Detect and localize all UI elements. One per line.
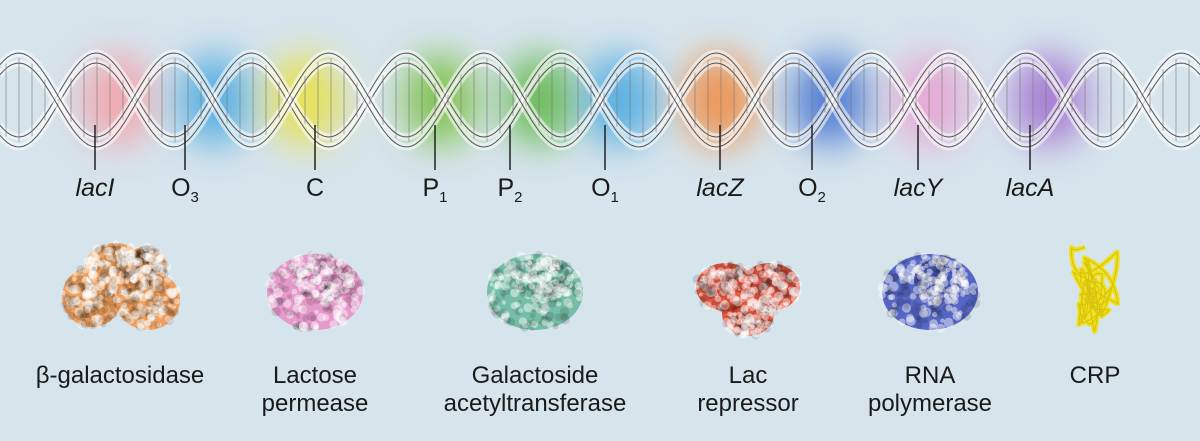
gene-label-base: O [591, 174, 611, 202]
glow-lacA [1012, 54, 1088, 146]
protein-label-line: Lac [728, 362, 768, 389]
protein-label-crp: CRP [1070, 362, 1121, 390]
helix-strand-edge [0, 62, 1200, 148]
gene-label-lacZ: lacZ [696, 176, 743, 201]
gene-label-base: P [422, 174, 440, 202]
protein-label-line: acetyltransferase [443, 390, 627, 417]
gene-label-subscript: 2 [817, 189, 826, 206]
protein-label-line: β-galactosidase [35, 362, 205, 389]
gene-label-O1: O1 [591, 174, 619, 206]
helix-strand-edge [0, 52, 1200, 138]
gene-label-subscript: 2 [514, 189, 523, 206]
glow-lacY [892, 54, 968, 146]
gene-label-subscript: 3 [190, 189, 199, 206]
protein-structure-lactose-permease [265, 251, 366, 332]
gene-label-base: O [798, 174, 818, 202]
gene-label-P1: P1 [422, 174, 448, 206]
gene-label-base: lacY [893, 174, 943, 202]
protein-label-line: CRP [1069, 362, 1121, 389]
gene-label-base: lacA [1005, 174, 1055, 202]
gene-label-lacY: lacY [894, 176, 943, 201]
protein-structure-lac-repressor [692, 260, 803, 340]
glow-lacI [80, 54, 156, 146]
protein-label-line: Lactose [272, 362, 358, 389]
gene-label-base: lacI [75, 174, 115, 202]
gene-label-P2: P2 [497, 174, 523, 206]
gene-label-O3: O3 [171, 174, 199, 206]
gene-label-subscript: 1 [610, 189, 619, 206]
glow-P2 [502, 54, 578, 146]
gene-label-O2: O2 [798, 174, 826, 206]
gene-label-base: P [497, 174, 515, 202]
protein-label-line: polymerase [867, 390, 993, 417]
protein-label-line: permease [261, 390, 369, 417]
gene-label-base: lacZ [696, 174, 744, 202]
glow-O1 [582, 54, 658, 146]
protein-label-line: repressor [697, 390, 799, 417]
gene-label-base: C [305, 174, 325, 202]
protein-structure-rna-polymerase [877, 252, 981, 333]
protein-label-line: RNA [904, 362, 956, 389]
gene-label-base: O [171, 174, 191, 202]
gene-label-lacA: lacA [1006, 176, 1055, 201]
protein-structure-galactoside-acetyltransferase [487, 251, 584, 332]
gene-label-lacI: lacI [76, 176, 115, 201]
protein-label-beta-galactosidase: β-galactosidase [36, 362, 205, 390]
protein-structure-crp [1068, 244, 1121, 334]
gene-label-C: C [306, 176, 324, 201]
protein-label-line: Galactoside [471, 362, 599, 389]
gene-label-subscript: 1 [439, 189, 448, 206]
protein-structure-beta-galactosidase [60, 240, 181, 331]
